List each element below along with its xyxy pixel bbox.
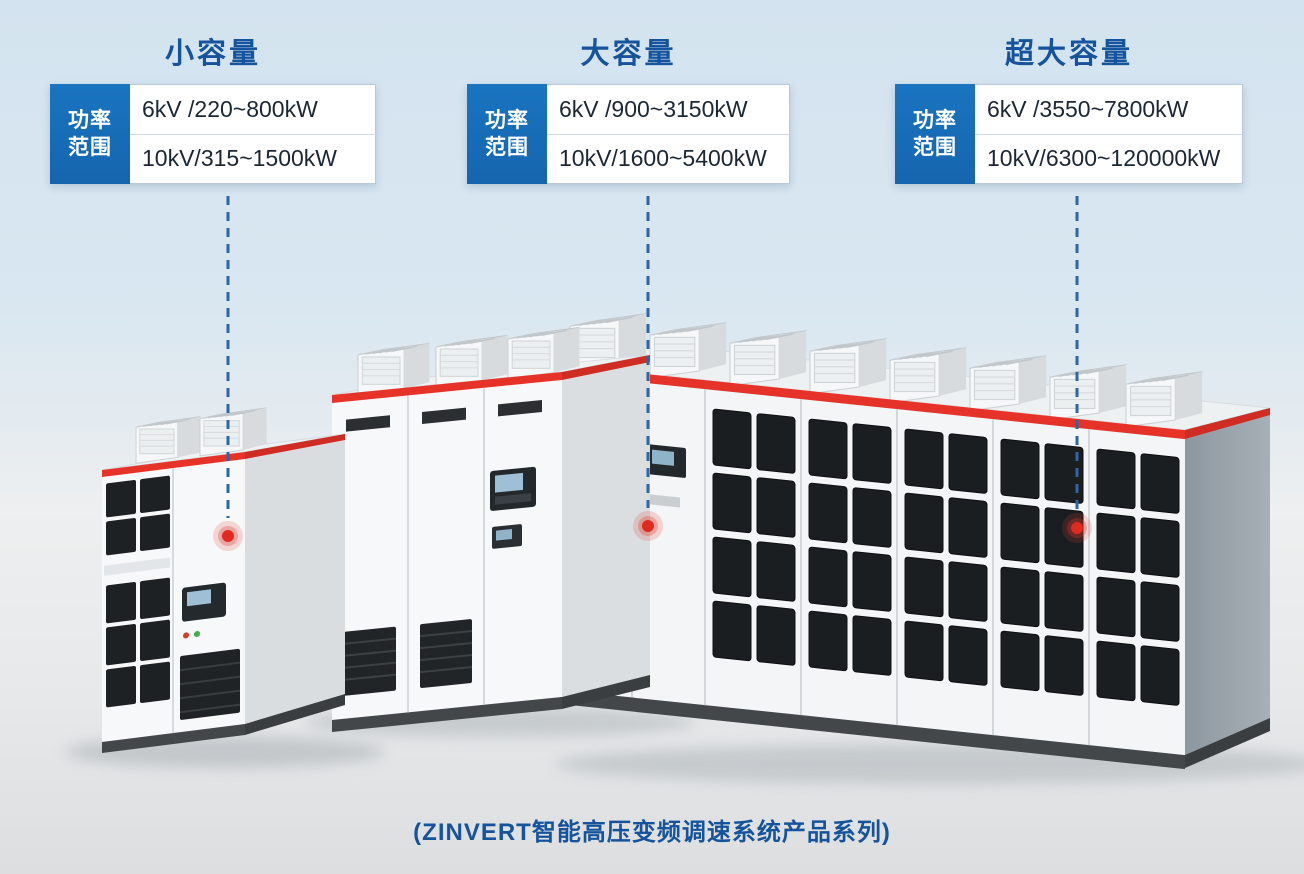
power-range-tag-line: 范围 bbox=[913, 136, 957, 159]
cabinet-xlarge bbox=[559, 313, 1271, 770]
power-range-rows: 6kV /900~3150kW 10kV/1600~5400kW bbox=[547, 84, 790, 184]
power-range-rows: 6kV /3550~7800kW 10kV/6300~120000kW bbox=[975, 84, 1243, 184]
power-range-tag-line: 范围 bbox=[68, 136, 112, 159]
marker-dot-xlarge bbox=[1071, 522, 1083, 534]
connector-xlarge bbox=[1062, 196, 1092, 543]
capacity-group-large: 大容量 功率 范围 6kV /900~3150kW 10kV/1600~5400… bbox=[467, 36, 790, 184]
power-range-tag: 功率 范围 bbox=[895, 84, 975, 184]
connector-large bbox=[633, 196, 663, 541]
capacity-title-xlarge: 超大容量 bbox=[1004, 38, 1133, 70]
power-range-10kv: 10kV/6300~120000kW bbox=[975, 133, 1243, 184]
capacity-title-large: 大容量 bbox=[580, 38, 677, 70]
power-range-6kv: 6kV /3550~7800kW bbox=[975, 84, 1243, 134]
power-range-6kv: 6kV /220~800kW bbox=[130, 84, 376, 134]
capacity-group-xlarge: 超大容量 功率 范围 6kV /3550~7800kW 10kV/6300~12… bbox=[895, 36, 1243, 184]
power-range-box-small: 功率 范围 6kV /220~800kW 10kV/315~1500kW bbox=[50, 84, 376, 184]
marker-dot-small bbox=[222, 530, 234, 542]
cabinet-small bbox=[101, 407, 346, 753]
power-range-tag-line: 功率 bbox=[68, 108, 112, 132]
power-range-tag: 功率 范围 bbox=[50, 84, 130, 184]
connector-small bbox=[213, 196, 243, 551]
power-range-10kv: 10kV/315~1500kW bbox=[130, 133, 376, 184]
series-caption: (ZINVERT智能高压变频调速系统产品系列) bbox=[413, 819, 891, 846]
cabinet-large bbox=[331, 326, 651, 732]
capacity-title-small: 小容量 bbox=[164, 38, 261, 70]
power-range-6kv: 6kV /900~3150kW bbox=[547, 84, 790, 134]
power-range-rows: 6kV /220~800kW 10kV/315~1500kW bbox=[130, 84, 376, 184]
power-range-box-xlarge: 功率 范围 6kV /3550~7800kW 10kV/6300~120000k… bbox=[895, 84, 1243, 184]
power-range-tag-line: 功率 bbox=[913, 108, 957, 132]
capacity-group-small: 小容量 功率 范围 6kV /220~800kW 10kV/315~1500kW bbox=[50, 36, 376, 184]
power-range-tag-line: 范围 bbox=[485, 136, 529, 159]
power-range-box-large: 功率 范围 6kV /900~3150kW 10kV/1600~5400kW bbox=[467, 84, 790, 184]
power-range-tag-line: 功率 bbox=[485, 108, 529, 132]
power-range-tag: 功率 范围 bbox=[467, 84, 547, 184]
power-range-10kv: 10kV/1600~5400kW bbox=[547, 133, 790, 184]
marker-dot-large bbox=[642, 520, 654, 532]
